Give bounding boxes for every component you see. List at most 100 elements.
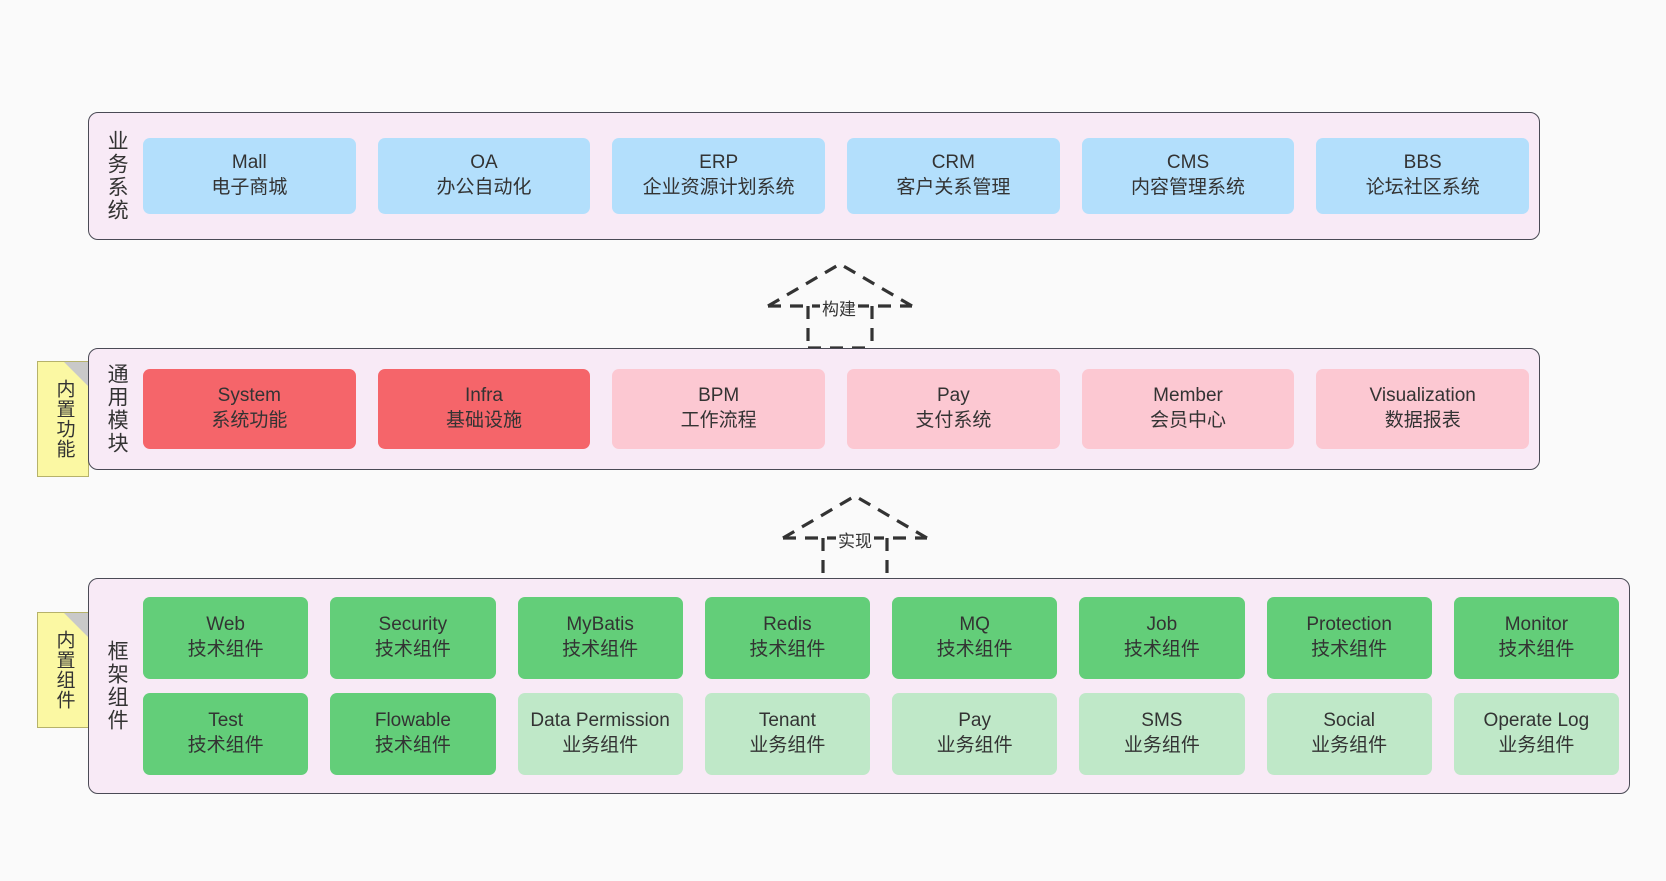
layer-title-common-module: 通用模块 [89, 349, 139, 469]
module-card-sub: 系统功能 [211, 410, 288, 431]
module-card-sub: 技术组件 [562, 639, 639, 660]
note-fold-corner [64, 362, 88, 386]
generalization-arrowhead [782, 494, 928, 540]
layer-framework-component: 框架组件 Web 技术组件 Security 技术组件 MyBatis 技术组件… [88, 578, 1630, 794]
module-card-flowable[interactable]: Flowable 技术组件 [330, 693, 496, 775]
module-card-name: Operate Log [1483, 710, 1590, 732]
layer-row: System 系统功能 Infra 基础设施 BPM 工作流程 Pay 支付系统… [143, 369, 1530, 449]
module-card-cms[interactable]: CMS 内容管理系统 [1081, 138, 1295, 214]
module-card-sub: 技术组件 [374, 639, 451, 660]
connector-label-implement: 实现 [836, 527, 874, 552]
module-card-sub: 基础设施 [446, 410, 523, 431]
module-card-name: Redis [763, 614, 812, 636]
module-card-sub: 业务组件 [936, 735, 1013, 756]
module-card-sub: 技术组件 [749, 639, 826, 660]
layer-row: Test 技术组件 Flowable 技术组件 Data Permission … [143, 693, 1619, 775]
module-card-name: SMS [1141, 710, 1183, 732]
module-card-sub: 工作流程 [680, 410, 757, 431]
module-card-sub: 内容管理系统 [1131, 177, 1246, 198]
module-card-system[interactable]: System 系统功能 [143, 369, 356, 449]
module-card-web[interactable]: Web 技术组件 [143, 597, 309, 679]
note-label-builtin-function: 内置功能 [53, 379, 75, 459]
module-card-sub: 企业资源计划系统 [642, 177, 795, 198]
module-card-sub: 技术组件 [1498, 639, 1575, 660]
note-label-builtin-component: 内置组件 [53, 630, 75, 710]
layer-body-framework-component: Web 技术组件 Security 技术组件 MyBatis 技术组件 Redi… [139, 579, 1629, 793]
module-card-name: Infra [464, 385, 504, 407]
module-card-operate-log[interactable]: Operate Log 业务组件 [1453, 693, 1619, 775]
module-card-visualization[interactable]: Visualization 数据报表 [1316, 369, 1530, 449]
module-card-test[interactable]: Test 技术组件 [143, 693, 309, 775]
connector-label-build: 构建 [820, 295, 858, 320]
module-card-name: Pay [958, 710, 991, 732]
module-card-sub: 技术组件 [1311, 639, 1388, 660]
layer-title-business-system: 业务系统 [89, 113, 139, 239]
note-fold-corner [64, 613, 88, 637]
module-card-name: Protection [1306, 614, 1392, 636]
layer-business-system: 业务系统 Mall 电子商城 OA 办公自动化 ERP 企业资源计划系统 CRM [88, 112, 1540, 240]
module-card-name: Web [206, 614, 245, 636]
module-card-sub: 技术组件 [187, 639, 264, 660]
layer-title-framework-component: 框架组件 [89, 579, 139, 793]
module-card-oa[interactable]: OA 办公自动化 [377, 138, 591, 214]
module-card-security[interactable]: Security 技术组件 [330, 597, 496, 679]
module-card-monitor[interactable]: Monitor 技术组件 [1453, 597, 1619, 679]
module-card-mq[interactable]: MQ 技术组件 [892, 597, 1058, 679]
module-card-name: Security [378, 614, 448, 636]
layer-body-business-system: Mall 电子商城 OA 办公自动化 ERP 企业资源计划系统 CRM 客户关系… [139, 113, 1539, 239]
module-card-mybatis[interactable]: MyBatis 技术组件 [517, 597, 683, 679]
module-card-crm[interactable]: CRM 客户关系管理 [847, 138, 1060, 214]
module-card-name: MQ [959, 614, 990, 636]
module-card-sub: 会员中心 [1150, 410, 1227, 431]
module-card-name: CMS [1166, 152, 1210, 174]
module-card-name: Monitor [1504, 614, 1569, 636]
module-card-pay-business[interactable]: Pay 业务组件 [892, 693, 1058, 775]
module-card-tenant[interactable]: Tenant 业务组件 [704, 693, 870, 775]
module-card-name: Job [1146, 614, 1178, 636]
module-card-data-permission[interactable]: Data Permission 业务组件 [517, 693, 683, 775]
module-card-protection[interactable]: Protection 技术组件 [1266, 597, 1432, 679]
module-card-pay[interactable]: Pay 支付系统 [847, 369, 1060, 449]
module-card-name: Data Permission [530, 710, 670, 732]
layer-row: Web 技术组件 Security 技术组件 MyBatis 技术组件 Redi… [143, 597, 1619, 679]
module-card-name: System [217, 385, 282, 407]
layer-common-module: 通用模块 System 系统功能 Infra 基础设施 BPM 工作流程 Pay [88, 348, 1540, 470]
module-card-member[interactable]: Member 会员中心 [1081, 369, 1295, 449]
module-card-sub: 数据报表 [1384, 410, 1461, 431]
module-card-sub: 业务组件 [562, 735, 639, 756]
module-card-sub: 技术组件 [1123, 639, 1200, 660]
module-card-sub: 办公自动化 [436, 177, 532, 198]
module-card-name: BPM [698, 385, 740, 407]
layer-title-label-common-module: 通用模块 [105, 363, 129, 455]
module-card-bpm[interactable]: BPM 工作流程 [612, 369, 826, 449]
module-card-sub: 技术组件 [187, 735, 264, 756]
module-card-sub: 业务组件 [1123, 735, 1200, 756]
module-card-name: Social [1323, 710, 1375, 732]
module-card-sub: 业务组件 [749, 735, 826, 756]
module-card-mall[interactable]: Mall 电子商城 [143, 138, 356, 214]
module-card-name: BBS [1403, 152, 1442, 174]
module-card-name: ERP [699, 152, 739, 174]
module-card-job[interactable]: Job 技术组件 [1079, 597, 1245, 679]
module-card-name: Tenant [758, 710, 816, 732]
module-card-redis[interactable]: Redis 技术组件 [704, 597, 870, 679]
note-builtin-function: 内置功能 [37, 361, 89, 477]
layer-body-common-module: System 系统功能 Infra 基础设施 BPM 工作流程 Pay 支付系统… [139, 349, 1539, 469]
module-card-sub: 客户关系管理 [896, 177, 1011, 198]
module-card-sub: 技术组件 [936, 639, 1013, 660]
module-card-sub: 业务组件 [1311, 735, 1388, 756]
layer-title-label-business-system: 业务系统 [105, 130, 129, 222]
module-card-sms[interactable]: SMS 业务组件 [1079, 693, 1245, 775]
module-card-name: Flowable [374, 710, 451, 732]
module-card-name: Visualization [1369, 385, 1476, 407]
module-card-sub: 支付系统 [915, 410, 992, 431]
module-card-social[interactable]: Social 业务组件 [1266, 693, 1432, 775]
module-card-name: OA [470, 152, 498, 174]
module-card-infra[interactable]: Infra 基础设施 [377, 369, 591, 449]
module-card-erp[interactable]: ERP 企业资源计划系统 [612, 138, 826, 214]
module-card-bbs[interactable]: BBS 论坛社区系统 [1316, 138, 1530, 214]
note-builtin-component: 内置组件 [37, 612, 89, 728]
module-card-name: MyBatis [566, 614, 634, 636]
module-card-name: Mall [231, 152, 267, 174]
